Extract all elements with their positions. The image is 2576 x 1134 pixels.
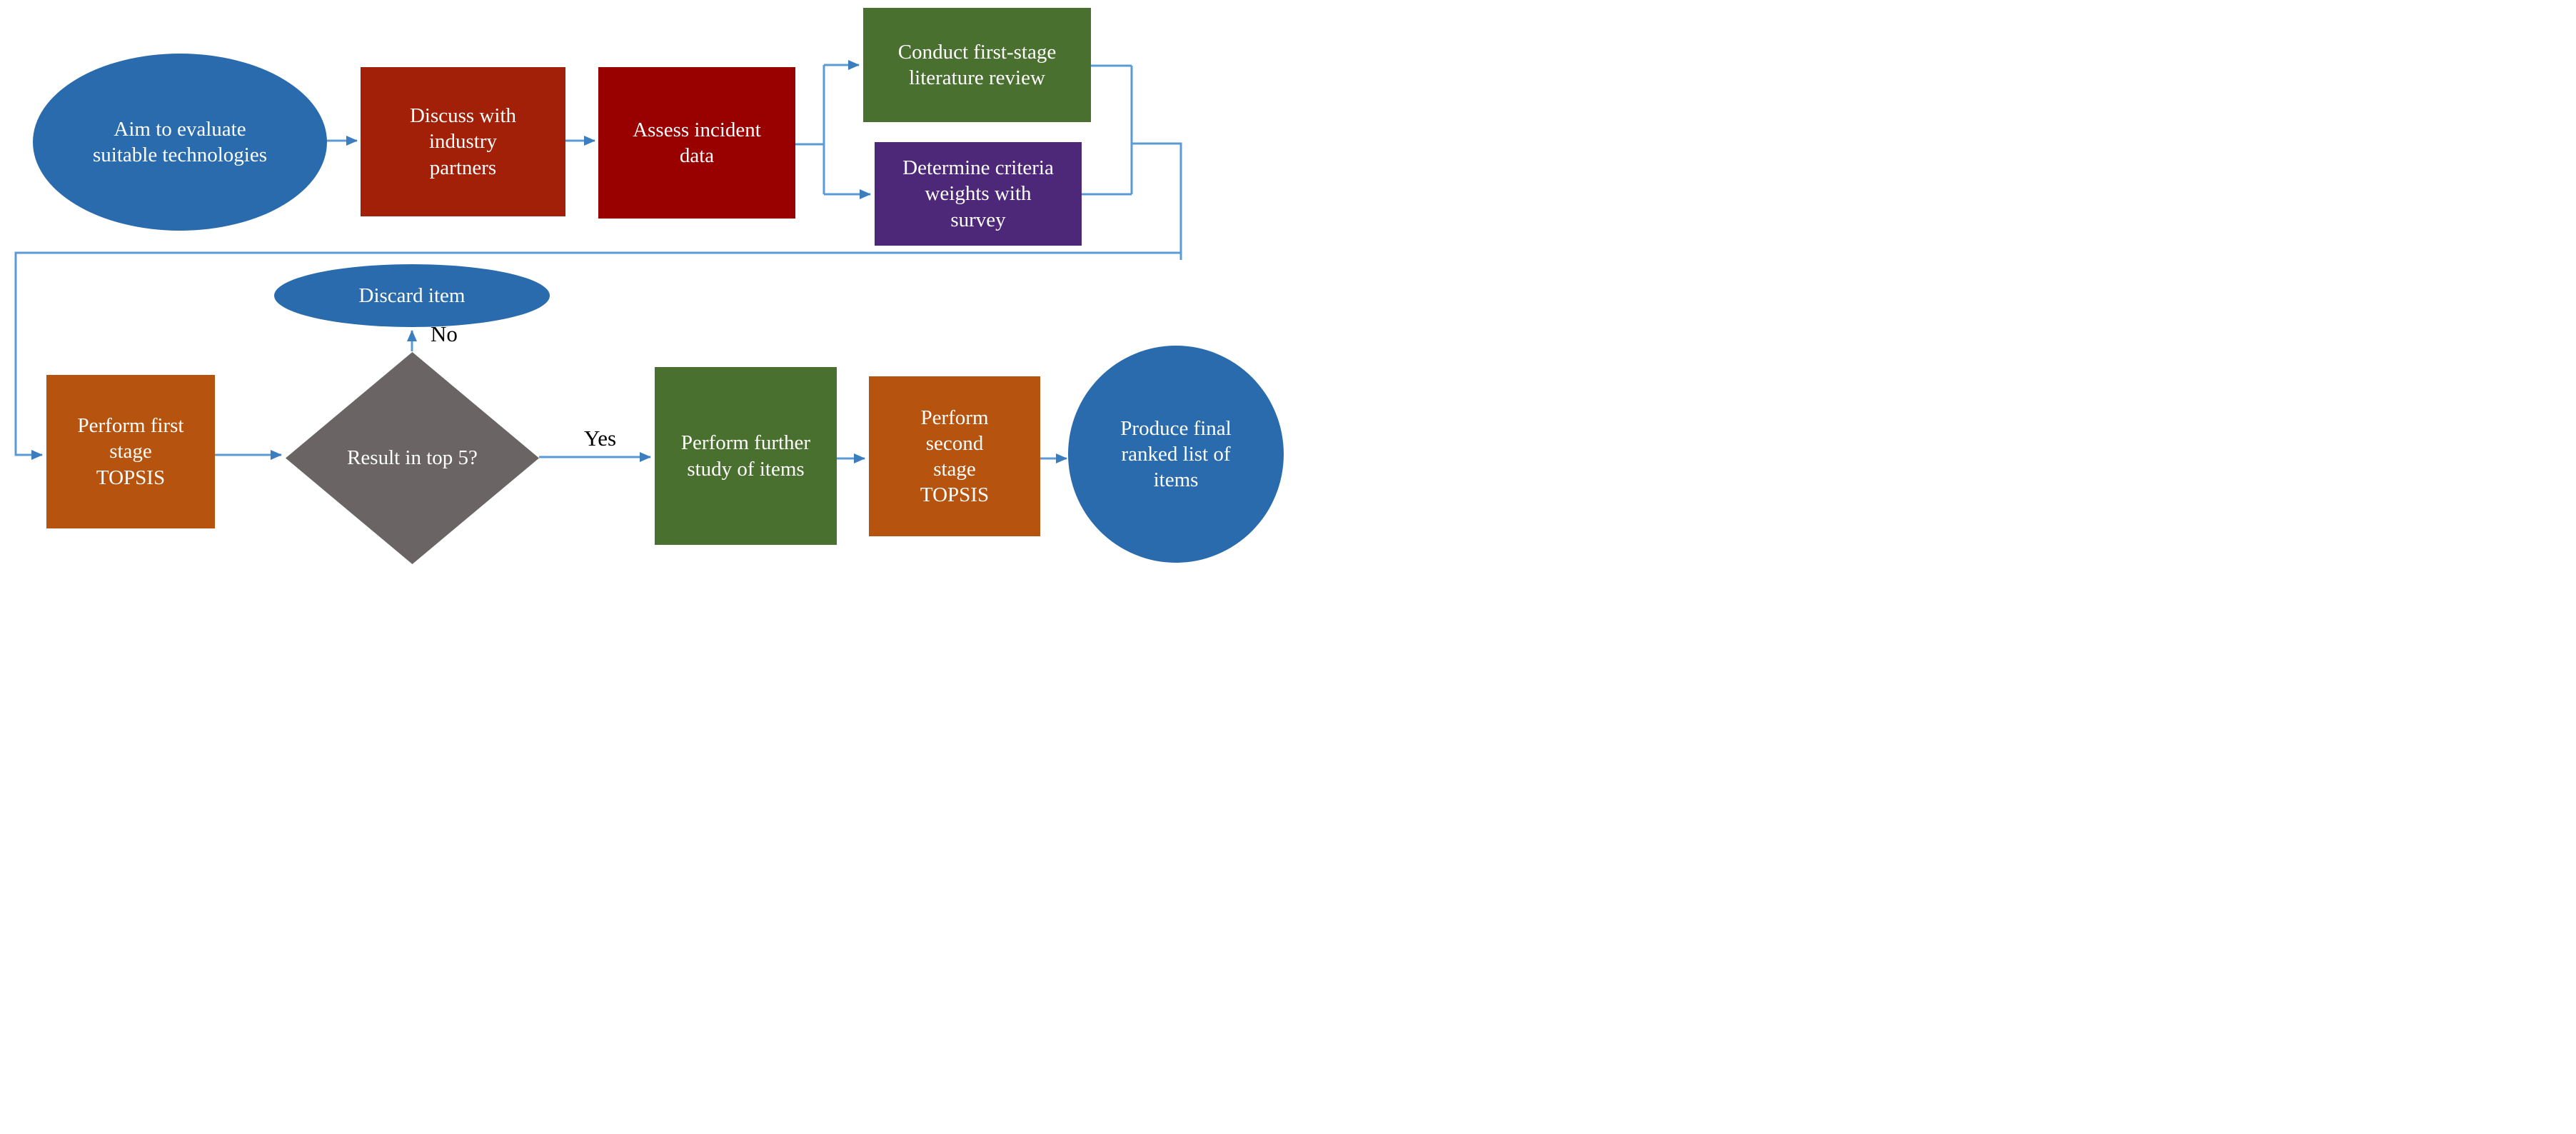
node-literature-rect: Conduct first-stage literature review	[863, 8, 1091, 122]
node-assess-label: Assess incident data	[633, 118, 761, 167]
node-weights-rect: Determine criteria weights with survey	[875, 142, 1082, 246]
node-study-rect: Perform further study of items	[655, 367, 837, 545]
edge-label-yes: Yes	[584, 426, 617, 451]
node-final-label: Produce final ranked list of items	[1120, 416, 1232, 492]
node-aim-ellipse: Aim to evaluate suitable technologies	[33, 54, 327, 231]
node-top5-diamond: Result in top 5?	[286, 352, 539, 564]
edge-label-no: No	[431, 321, 458, 346]
node-final-circle: Produce final ranked list of items	[1068, 346, 1284, 563]
node-topsis2-rect: Perform second stage TOPSIS	[869, 376, 1040, 536]
node-topsis1-rect: Perform first stage TOPSIS	[46, 375, 215, 528]
node-assess-rect: Assess incident data	[598, 67, 795, 219]
node-aim-label: Aim to evaluate suitable technologies	[92, 117, 268, 166]
node-study-label: Perform further study of items	[680, 431, 811, 481]
node-topsis1-label: Perform first stage TOPSIS	[77, 414, 184, 489]
node-discuss-label: Discuss with industry partners	[409, 104, 517, 179]
node-discard-ellipse: Discard item	[274, 264, 550, 327]
node-weights-label: Determine criteria weights with survey	[902, 156, 1054, 231]
node-literature-label: Conduct first-stage literature review	[897, 40, 1057, 89]
node-discuss-rect: Discuss with industry partners	[361, 67, 565, 216]
node-topsis2-label: Perform second stage TOPSIS	[920, 406, 990, 507]
node-top5-label: Result in top 5?	[347, 446, 478, 470]
merge-elbow	[1132, 142, 1182, 253]
flowchart-canvas: Aim to evaluate suitable technologies Di…	[0, 0, 1288, 567]
node-discard-label: Discard item	[358, 284, 466, 307]
